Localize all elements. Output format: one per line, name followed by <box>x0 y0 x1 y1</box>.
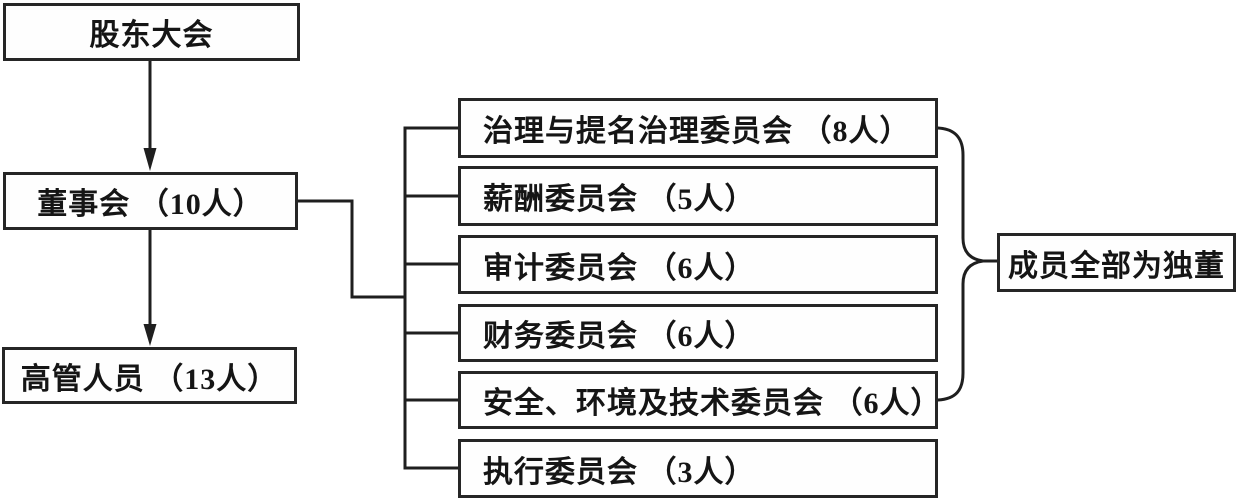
node-label: 审计委员会 （6人） <box>483 251 756 285</box>
board-to-committees-elbow <box>296 199 407 299</box>
node-label: 财务委员会 （6人） <box>483 320 756 353</box>
node-senior-executives: 高管人员 （13人） <box>2 347 297 404</box>
node-label: 董事会 （10人） <box>37 188 264 221</box>
node-label: 薪酬委员会 （5人） <box>483 183 756 216</box>
node-governance-nomination-committee: 治理与提名治理委员会 （8人） <box>458 98 938 158</box>
node-executive-committee: 执行委员会 （3人） <box>458 439 938 498</box>
node-label: 治理与提名治理委员会 （8人） <box>483 115 911 148</box>
node-safety-environment-technology-committee: 安全、环境及技术委员会 （6人） <box>458 371 941 429</box>
node-board-of-directors: 董事会 （10人） <box>3 172 298 230</box>
node-audit-committee: 审计委员会 （6人） <box>458 235 938 294</box>
node-label: 安全、环境及技术委员会 （6人） <box>483 387 942 420</box>
node-label: 股东大会 <box>89 19 214 52</box>
node-label: 高管人员 （13人） <box>20 362 279 396</box>
arrow-down-icon <box>143 148 157 171</box>
node-label: 执行委员会 （3人） <box>483 455 756 489</box>
node-label: 成员全部为独董 <box>1008 249 1225 283</box>
arrow-down-icon <box>143 324 157 346</box>
node-shareholders-meeting: 股东大会 <box>3 3 300 61</box>
brace-icon <box>936 126 984 402</box>
node-finance-committee: 财务委员会 （6人） <box>458 304 938 362</box>
note-independent-directors: 成员全部为独董 <box>997 233 1236 292</box>
node-compensation-committee: 薪酬委员会 （5人） <box>458 166 938 226</box>
